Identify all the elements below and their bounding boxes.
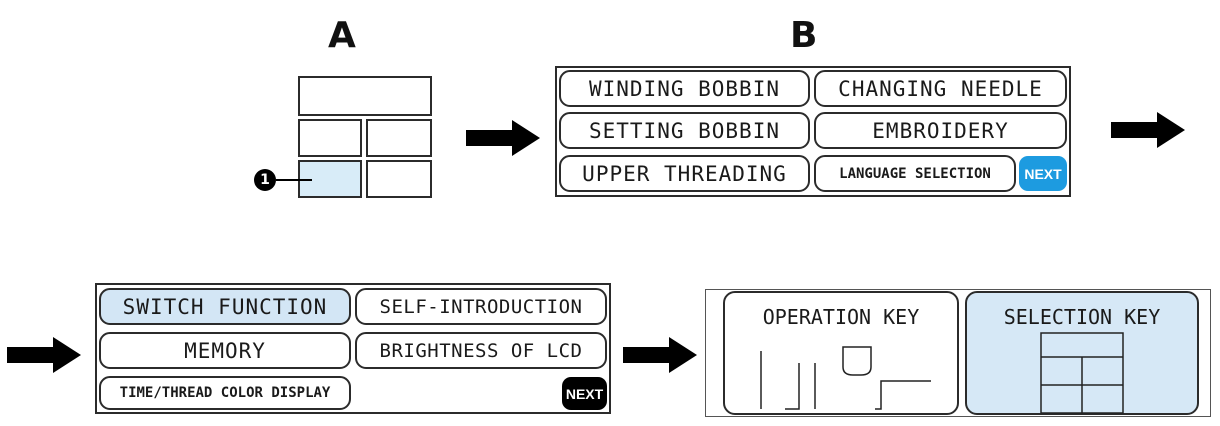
label-b: B (790, 15, 818, 56)
label-a: A (328, 15, 356, 56)
changing-needle-button[interactable]: CHANGING NEEDLE (814, 70, 1067, 107)
upper-threading-button[interactable]: UPPER THREADING (559, 155, 810, 192)
arrow-right-icon (466, 120, 540, 156)
layout-top-cell (298, 76, 432, 116)
memory-button[interactable]: MEMORY (99, 332, 351, 369)
self-introduction-button[interactable]: SELF-INTRODUCTION (355, 288, 607, 325)
selection-key-button[interactable]: SELECTION KEY (965, 291, 1199, 415)
winding-bobbin-button[interactable]: WINDING BOBBIN (559, 70, 810, 107)
setting-bobbin-button[interactable]: SETTING BOBBIN (559, 112, 810, 149)
selection-key-label: SELECTION KEY (1003, 305, 1161, 329)
callout-leader-line (276, 179, 312, 181)
layout-bottom-right-cell (366, 160, 432, 198)
arrow-right-icon (7, 337, 81, 373)
callout-marker: 1 (254, 169, 276, 191)
next-button[interactable]: NEXT (1019, 156, 1067, 191)
switch-function-button[interactable]: SWITCH FUNCTION (99, 288, 351, 325)
layout-mid-left-cell (298, 119, 362, 157)
selection-key-grid-icon (1040, 332, 1124, 414)
time-thread-color-display-button[interactable]: TIME/THREAD COLOR DISPLAY (99, 376, 351, 410)
operation-key-label: OPERATION KEY (762, 305, 920, 329)
brightness-of-lcd-button[interactable]: BRIGHTNESS OF LCD (355, 332, 607, 369)
embroidery-button[interactable]: EMBROIDERY (814, 112, 1067, 149)
arrow-right-icon (1111, 112, 1185, 148)
layout-mid-right-cell (366, 119, 432, 157)
operation-key-diagram-icon (760, 346, 931, 410)
language-selection-button[interactable]: LANGUAGE SELECTION (814, 155, 1016, 192)
next-button[interactable]: NEXT (562, 377, 607, 410)
arrow-right-icon (623, 337, 697, 373)
operation-key-button[interactable]: OPERATION KEY (723, 291, 959, 415)
